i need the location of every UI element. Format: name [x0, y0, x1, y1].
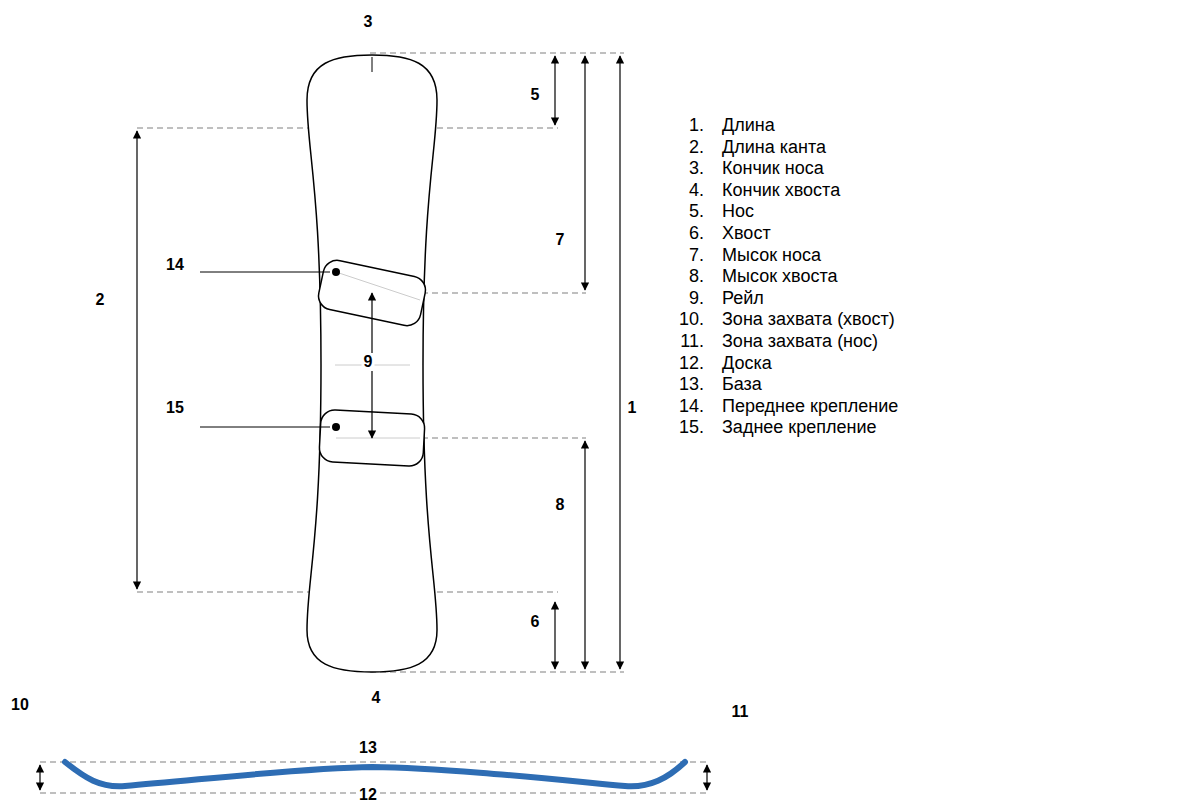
part-name: Хвост [722, 223, 771, 244]
part-name: База [722, 374, 762, 395]
part-name: Длина [722, 115, 775, 136]
binding-dot [332, 423, 340, 431]
list-number: 6. [689, 223, 704, 244]
callout-number: 12 [357, 786, 379, 804]
binding-axis [336, 438, 420, 439]
part-name: Заднее крепление [722, 417, 877, 438]
part-name: Нос [722, 201, 754, 222]
callout-number: 9 [362, 353, 375, 371]
list-number: 5. [689, 201, 704, 222]
part-name: Кончик хвоста [722, 179, 840, 200]
dimension-guides [40, 53, 710, 793]
list-number: 10. [679, 309, 704, 330]
board-profile [65, 762, 685, 786]
callout-number: 15 [164, 399, 186, 417]
part-name: Мысок хвоста [722, 266, 837, 287]
list-number: 9. [689, 287, 704, 308]
leader-line [200, 272, 330, 273]
callout-number: 7 [554, 231, 567, 249]
list-number: 8. [689, 266, 704, 287]
callout-number: 14 [164, 256, 186, 274]
list-number: 3. [689, 158, 704, 179]
callout-number: 8 [554, 496, 567, 514]
part-name: Мысок носа [722, 244, 821, 265]
dimension-arrows [40, 56, 707, 790]
list-number: 2. [689, 136, 704, 157]
part-name: Доска [722, 352, 772, 373]
list-number: 11. [680, 331, 704, 352]
list-number: 13. [679, 374, 704, 395]
list-number: 15. [679, 417, 704, 438]
callout-number: 10 [9, 696, 31, 714]
part-name: Переднее крепление [722, 395, 898, 416]
callout-number: 1 [626, 399, 639, 417]
list-number: 12. [679, 352, 704, 373]
part-name: Длина канта [722, 136, 826, 157]
binding-axis [336, 272, 420, 300]
part-name: Зона захвата (хвост) [722, 309, 895, 330]
list-number: 7. [689, 244, 704, 265]
callout-number: 2 [94, 291, 107, 309]
callout-number: 6 [529, 613, 542, 631]
list-number: 1. [689, 115, 704, 136]
part-name: Рейл [722, 287, 764, 308]
callout-number: 5 [529, 86, 542, 104]
list-number: 14. [679, 395, 704, 416]
callout-number: 4 [370, 689, 383, 707]
part-name: Зона захвата (нос) [722, 331, 878, 352]
callout-number: 13 [357, 739, 379, 757]
part-name: Кончик носа [722, 158, 824, 179]
leader-line [200, 427, 330, 428]
binding-dot [332, 268, 340, 276]
nose-tip-mark [372, 57, 373, 72]
board-outline [307, 55, 437, 672]
callout-number: 3 [362, 13, 375, 31]
list-number: 4. [689, 179, 704, 200]
callout-number: 11 [730, 703, 751, 721]
